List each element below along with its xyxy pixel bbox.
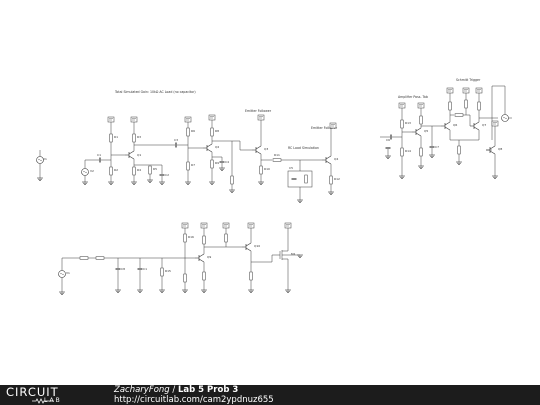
note-amplifier: Amplifier Poss. Tab [398,95,428,99]
label-c7: C7 [435,145,439,149]
schematic-canvas: Total Simulated Gain: 10kΩ AC Load (no c… [36,78,512,295]
label-c1: C1 [97,153,101,157]
label-q8: Q8 [498,147,502,151]
label-c6: C6 [386,138,390,142]
label-r12: R12 [334,177,340,181]
label-r8: R8 [215,129,219,133]
label-v3: V1 [66,271,70,275]
upper-left-labels: V1 V2 C1 R1 R2 R3 Q1 R4 R5 C2 C3 R6 R7 R… [43,129,340,181]
logo-text-top: CIRCUIT [6,385,59,399]
label-r15: R15 [165,269,171,273]
right-labels: C6 R13 R14 Q5 C7 Q6 Q7 Q8 [386,121,502,153]
circuitlab-logo[interactable]: CIRCUIT LAB [6,386,94,404]
right-schmitt-circuit [380,85,512,179]
label-v2: V2 [90,169,94,173]
circuit-url[interactable]: http://circuitlab.com/cam2ypdnuz655 [114,395,274,405]
bottom-amplifier [58,222,304,295]
label-c5: C5 [289,166,293,170]
label-c4: C4 [225,160,229,164]
footer-info: ZacharyFong / Lab 5 Prob 3 http://circui… [114,386,274,405]
note-emitter-follower-2: Emitter Follower [311,126,338,130]
upper-left-amplifier [36,114,337,203]
bottom-labels: V1 C8 C1 R15 R16 Q9 Q10 M1 [66,235,296,275]
logo-text-bottom: LAB [8,397,62,404]
label-r14: R14 [405,149,411,153]
label-r1: R1 [114,135,118,139]
note-rc-load: RC Load Simulation [288,146,319,150]
label-c8: C8 [121,267,125,271]
circuit-schematic: Total Simulated Gain: 10kΩ AC Load (no c… [36,78,512,295]
note-total-gain: Total Simulated Gain: 10kΩ AC Load (no c… [114,90,196,94]
label-r4: R4 [137,168,141,172]
note-schmitt-trigger: Schmitt Trigger [456,78,481,82]
label-v1: V1 [43,157,47,161]
label-r11: R11 [274,153,280,157]
logo-lab-text: LAB [44,397,62,404]
label-c1-bottom: C1 [143,267,147,271]
label-q7: Q7 [482,123,486,127]
label-r2: R2 [114,168,118,172]
label-q5: Q5 [424,129,428,133]
footer-bar: CIRCUIT LAB ZacharyFong / Lab 5 Prob 3 h… [0,385,540,405]
label-q4: Q4 [334,157,338,161]
label-r6: R6 [191,129,195,133]
label-q10: Q10 [254,244,260,248]
label-q6: Q6 [453,123,457,127]
author-name[interactable]: ZacharyFong [114,385,170,395]
label-c3: C3 [174,138,178,142]
label-r10: R10 [264,167,270,171]
label-q9: Q9 [207,255,211,259]
label-r3: R3 [137,135,141,139]
label-r7: R7 [191,163,195,167]
footer-title-line: ZacharyFong / Lab 5 Prob 3 [114,386,274,395]
label-r5: R5 [153,167,157,171]
label-c2: C2 [165,173,169,177]
label-q1: Q1 [137,153,141,157]
note-emitter-follower-1: Emitter Follower [245,109,272,113]
circuit-title: Lab 5 Prob 3 [177,385,239,395]
logo-resistor-icon [32,398,54,404]
label-r16: R16 [188,235,194,239]
label-q2: Q2 [215,145,219,149]
title-separator: / [169,385,178,395]
label-r9: R9 [215,161,219,165]
label-q3: Q3 [264,147,268,151]
label-r13: R13 [405,121,411,125]
label-m1: M1 [291,252,296,256]
